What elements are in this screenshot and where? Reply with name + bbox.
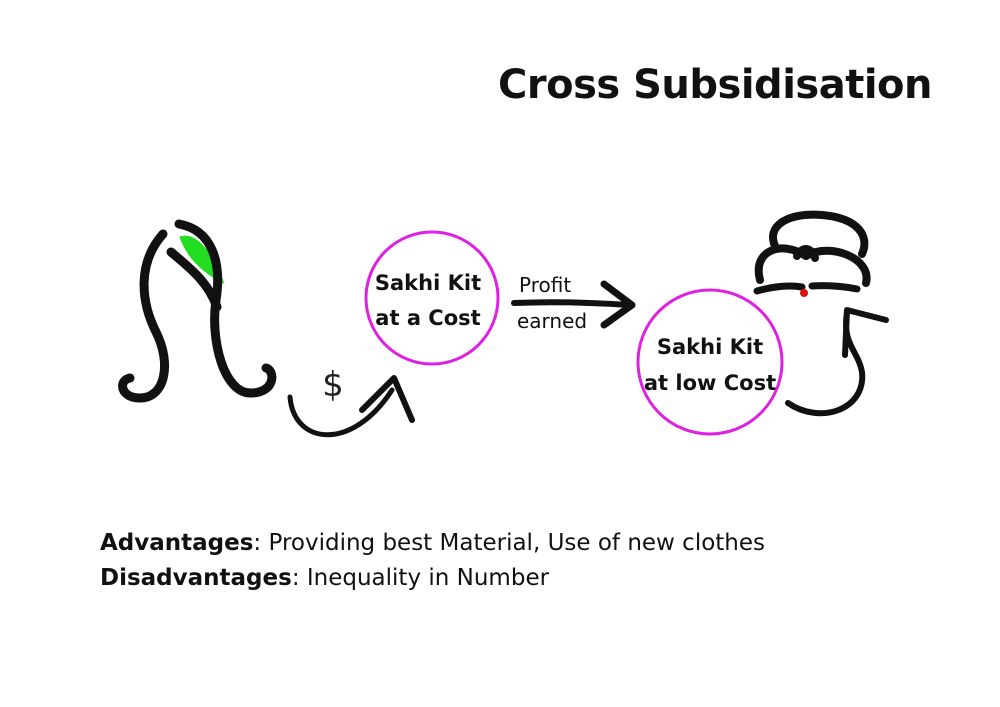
- profit-arrow: [511, 280, 636, 329]
- kit-at-cost-circle: [364, 230, 500, 366]
- kit-low-cost-line2: at low Cost: [644, 371, 776, 395]
- kit-low-cost-line1: Sakhi Kit: [657, 335, 763, 359]
- advantages-note: Advantages: Providing best Material, Use…: [100, 530, 765, 556]
- subsidy-arrow: [785, 307, 889, 417]
- kit-low-cost-circle: [636, 288, 784, 436]
- disadvantages-label: Disadvantages: [100, 565, 292, 591]
- kit-at-cost-line1: Sakhi Kit: [375, 271, 481, 295]
- payment-arrow: [287, 375, 415, 438]
- wealthy-woman-figure: [118, 219, 277, 403]
- advantages-text: : Providing best Material, Use of new cl…: [253, 530, 766, 556]
- disadvantages-note: Disadvantages: Inequality in Number: [100, 565, 549, 591]
- woman-figure: [753, 210, 871, 297]
- dollar-icon: $: [322, 365, 344, 405]
- advantages-label: Advantages: [100, 530, 254, 556]
- disadvantages-text: : Inequality in Number: [291, 565, 550, 591]
- earned-label: earned: [517, 309, 587, 333]
- kit-at-cost-line2: at a Cost: [375, 306, 480, 330]
- bindi-dot: [800, 289, 808, 297]
- profit-label: Profit: [519, 273, 571, 297]
- page-title: Cross Subsidisation: [498, 62, 932, 108]
